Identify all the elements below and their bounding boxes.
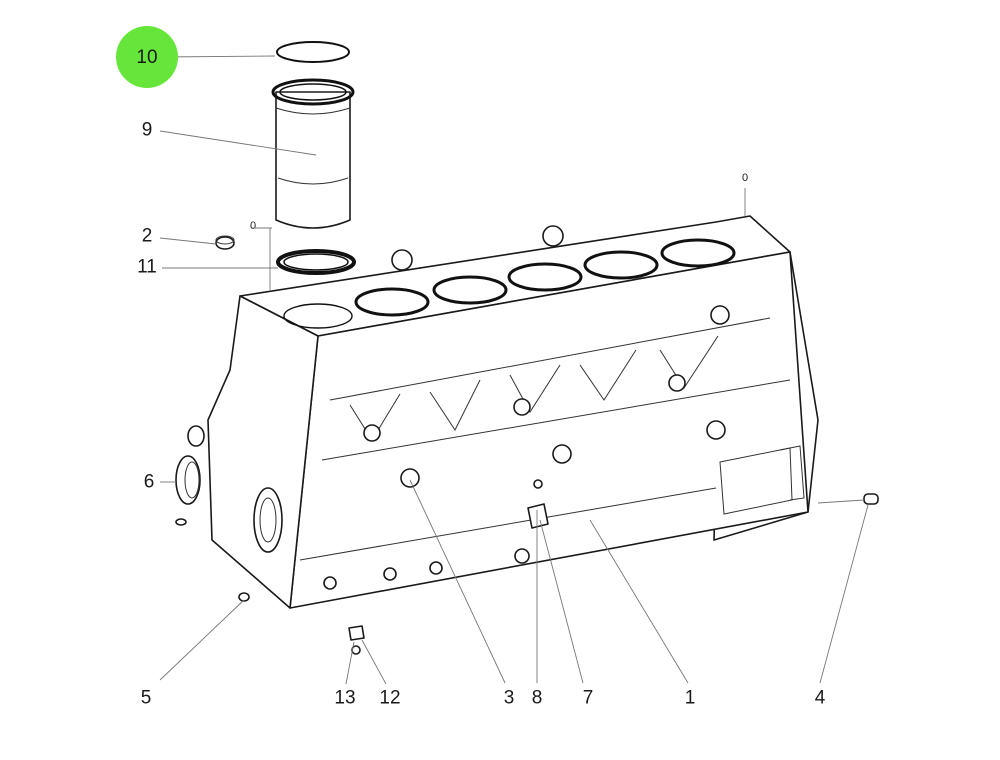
callout-6[interactable]: 6 <box>143 471 155 493</box>
callout-8[interactable]: 8 <box>531 687 543 709</box>
callout-1[interactable]: 1 <box>684 687 696 709</box>
callout-12[interactable]: 12 <box>379 687 401 709</box>
cylinder-liner[interactable] <box>271 78 355 229</box>
callout-4[interactable]: 4 <box>814 687 826 709</box>
engine-block[interactable] <box>207 215 819 609</box>
callout-3[interactable]: 3 <box>503 687 515 709</box>
callout-11[interactable]: 11 <box>137 256 157 278</box>
dowel-part-5[interactable] <box>175 518 250 602</box>
seal-part-6[interactable] <box>175 425 205 505</box>
zero-mark-left: 0 <box>250 220 256 232</box>
fitting-part-8[interactable] <box>527 479 549 529</box>
cylinder-seal-ring[interactable] <box>276 41 350 63</box>
callout-2[interactable]: 2 <box>141 225 153 247</box>
leader-lines <box>159 55 869 685</box>
liner-o-ring[interactable] <box>276 249 356 275</box>
callout-13[interactable]: 13 <box>334 687 356 709</box>
callout-7[interactable]: 7 <box>582 687 594 709</box>
zero-mark-right: 0 <box>742 172 748 184</box>
plug-part-4[interactable] <box>863 493 879 505</box>
plug-part-2[interactable] <box>215 235 235 250</box>
callout-10[interactable]: 10 <box>116 26 178 88</box>
callout-9[interactable]: 9 <box>141 119 153 141</box>
bolt-part-12-13[interactable] <box>348 625 365 655</box>
callout-5[interactable]: 5 <box>140 687 152 709</box>
